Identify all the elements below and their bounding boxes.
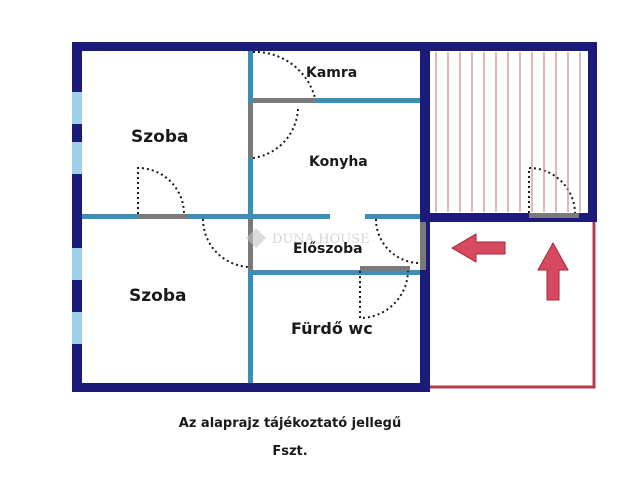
terrace-outline [430, 222, 596, 389]
arrow-left-icon [451, 233, 506, 263]
room-label-konyha: Konyha [309, 154, 368, 170]
outer-walls [72, 42, 597, 392]
room-label-eloszoba: Előszoba [293, 241, 363, 257]
room-label-szoba-bottom: Szoba [129, 286, 186, 306]
watermark: DUNA HOUSE [246, 228, 370, 248]
room-label-furdo: Fürdő wc [291, 319, 373, 338]
watermark-text: DUNA HOUSE [272, 232, 370, 247]
door-swings [137, 50, 576, 320]
inner-walls [82, 51, 420, 383]
floor-label: Fszt. [272, 444, 308, 459]
windows-left [72, 92, 82, 344]
arrow-up-icon [537, 241, 569, 301]
room-label-kamra: Kamra [306, 65, 357, 81]
disclaimer-note: Az alaprajz tájékoztató jellegű [178, 416, 402, 431]
door-leaves [138, 98, 579, 271]
room-label-szoba-top: Szoba [131, 127, 188, 147]
entry-arrows [451, 233, 569, 301]
staircase [435, 52, 581, 212]
